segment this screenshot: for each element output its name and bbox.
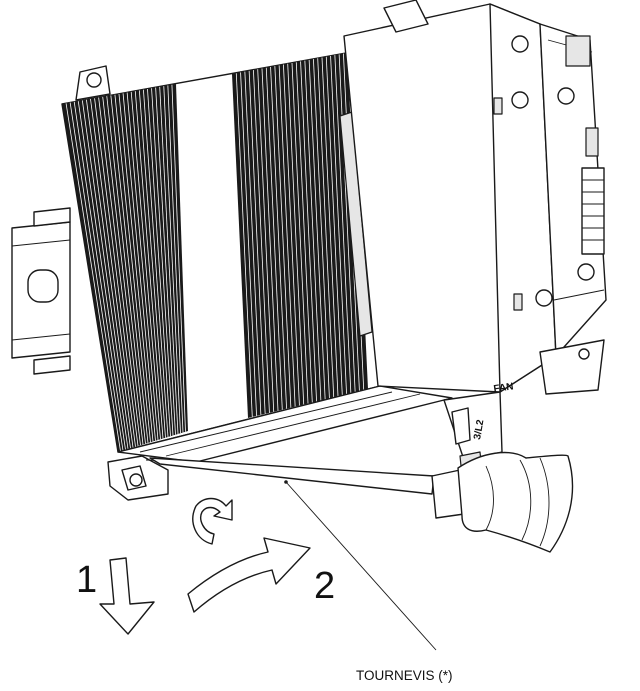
heatsink-fin bbox=[300, 61, 317, 402]
heatsink-fin bbox=[122, 93, 156, 441]
heatsink-fin bbox=[261, 68, 279, 411]
heatsink-fin bbox=[278, 65, 296, 407]
arrow-down-icon bbox=[99, 557, 155, 635]
heatsink-fin bbox=[325, 56, 343, 396]
heatsink-fin bbox=[118, 93, 154, 442]
heatsink-fin bbox=[304, 60, 322, 401]
curved-arrow-icon bbox=[187, 537, 311, 613]
heatsink-fin bbox=[90, 98, 136, 447]
heatsink-fin bbox=[98, 97, 141, 446]
heatsink-fin bbox=[265, 67, 283, 410]
heatsink-fin bbox=[159, 86, 179, 435]
heatsink-fin bbox=[171, 84, 186, 432]
heatsink-fin bbox=[155, 87, 176, 435]
heatsink-fin bbox=[134, 91, 164, 439]
heatsink-fin bbox=[143, 89, 169, 438]
heatsink-fin bbox=[321, 57, 339, 397]
heatsink bbox=[61, 51, 453, 463]
heatsink-fin bbox=[151, 88, 174, 436]
heatsink-fin bbox=[253, 70, 270, 413]
heatsink-fin bbox=[313, 59, 330, 399]
mounting-tab bbox=[75, 65, 111, 101]
heatsink-fin bbox=[283, 64, 300, 406]
heatsink-fin bbox=[334, 55, 352, 394]
heatsink-fin bbox=[69, 102, 124, 451]
heatsink-fin bbox=[73, 101, 126, 450]
heatsink-fin bbox=[338, 54, 356, 393]
heatsink-fin bbox=[114, 94, 151, 443]
control-module: FAN bbox=[343, 0, 607, 395]
heatsink-fin bbox=[317, 58, 335, 398]
step-1-label: 1 bbox=[76, 559, 97, 601]
heatsink-fin bbox=[126, 92, 159, 441]
heatsink-fin bbox=[167, 85, 184, 433]
heatsink-fin bbox=[110, 95, 149, 444]
heatsink-fin bbox=[138, 90, 166, 438]
heatsink-fin bbox=[270, 66, 287, 409]
din-latch bbox=[107, 455, 197, 501]
heatsink-fin bbox=[330, 55, 347, 395]
din-rail bbox=[11, 207, 71, 375]
heatsink-fin bbox=[163, 86, 181, 434]
heatsink-fin bbox=[81, 100, 131, 449]
heatsink-fin bbox=[240, 72, 257, 416]
heatsink-fin bbox=[235, 73, 253, 417]
heatsink-fin bbox=[130, 91, 161, 440]
tool-callout: TOURNEVIS (*) bbox=[284, 480, 453, 683]
rotate-icon bbox=[192, 497, 233, 545]
screwdriver bbox=[149, 451, 574, 553]
heatsink-fin bbox=[287, 63, 305, 405]
terminal-marking: 3/L2 bbox=[472, 418, 486, 440]
step-2-label: 2 bbox=[314, 565, 335, 607]
heatsink-fin bbox=[308, 59, 326, 400]
heatsink-fin bbox=[248, 70, 266, 414]
heatsink-fin bbox=[147, 88, 171, 437]
heatsink-fin bbox=[65, 103, 121, 452]
heatsink-fin bbox=[77, 101, 129, 450]
heatsink-fin bbox=[102, 96, 144, 445]
heatsink-fin bbox=[244, 71, 262, 415]
heatsink-fin bbox=[295, 62, 313, 403]
heatsink-fin bbox=[106, 96, 146, 444]
tool-label: TOURNEVIS (*) bbox=[356, 668, 453, 683]
heatsink-fin bbox=[291, 62, 309, 404]
heatsink-fin bbox=[94, 98, 139, 447]
heatsink-fin bbox=[257, 69, 275, 412]
heatsink-fin bbox=[274, 66, 292, 408]
heatsink-fin bbox=[86, 99, 134, 448]
